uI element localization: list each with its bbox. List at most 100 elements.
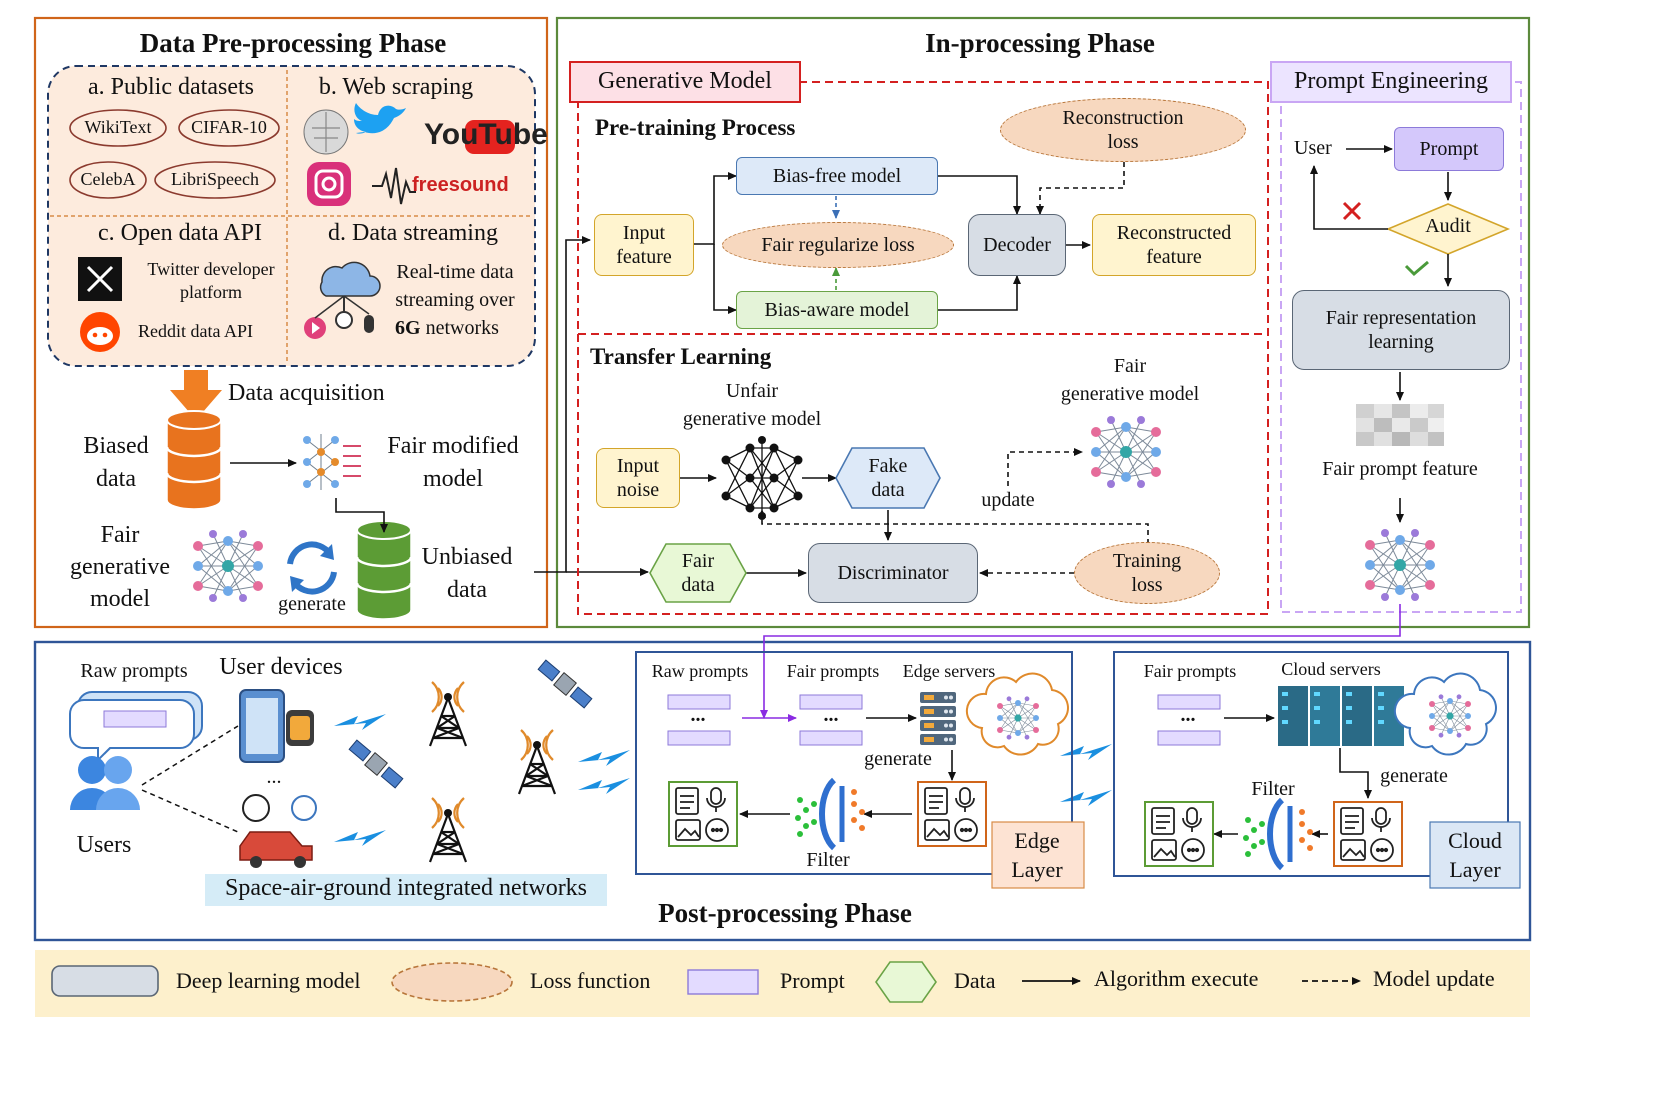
cloud-fair-content-icon [1144,801,1214,867]
fair-gen-transfer-icon [1090,415,1162,489]
devices-ellipsis: ... [266,766,282,788]
tower-icon-1 [428,680,468,748]
cloud-generate-label: generate [1380,765,1448,787]
wireless-bolt-1 [334,714,386,730]
input-noise-line2: noise [616,479,660,501]
pretraining-title: Pre-training Process [595,115,796,140]
legend-algorithm: Algorithm execute [1094,966,1259,991]
dataset-celeba: CelebA [80,169,136,189]
wireless-bolt-3 [578,750,630,766]
fair-data-line1: Fair [681,549,715,572]
freesound-wave-icon [372,167,416,205]
person-icon [291,795,317,821]
edge-layer-label-1: Edge [1014,828,1060,853]
recon-loss-line2: loss [1107,131,1139,153]
reddit-api-label: Reddit data API [138,321,253,341]
biased-db-icon [165,409,223,511]
fair-modified-label-1: Fair modified [387,433,519,459]
stream-text-2: streaming over [395,289,515,311]
car-icon [239,831,313,861]
biased-label-2: data [96,466,136,492]
wireless-bolt-6 [1060,790,1112,806]
edge-filter-icon [795,780,865,848]
edge-raw-content-icon [917,781,987,847]
edge-raw-prompts-label: Raw prompts [651,661,749,681]
edge-filter-label: Filter [806,849,850,871]
unbiased-label-2: data [447,577,487,603]
youtube-badge [465,120,515,154]
post-phase-title: Post-processing Phase [658,898,912,928]
generative-model-label: Generative Model [598,68,772,94]
edge-server-icon [920,692,956,745]
legend-data: Data [954,968,996,993]
cloud-layer-frame [1113,651,1509,877]
acquisition-arrow [170,370,222,420]
satellite-icon-2 [348,739,404,789]
fair-gen-transfer-label-1: Fair [1113,355,1147,377]
fake-data-line1: Fake [868,454,908,477]
transfer-learning-title: Transfer Learning [590,344,772,369]
bias-free-model: Bias-free model [736,157,938,195]
cloud-fair-ellipsis: ... [1180,704,1196,726]
generate-label: generate [278,593,346,615]
legend-deep-learning: Deep learning model [176,968,361,993]
recon-feature-line1: Reconstructed [1116,221,1232,244]
training-loss-line1: Training [1112,549,1182,572]
input-feature-line1: Input [622,221,666,244]
edge-fair-ellipsis: ... [823,704,839,726]
fake-data-line2: data [871,479,905,501]
stream-6g: 6G [395,317,421,339]
dataset-librispeech: LibriSpeech [171,169,259,189]
recon-loss-line1: Reconstruction [1062,106,1184,129]
input-feature-line2: feature [616,246,672,268]
prompt-engineering-label: Prompt Engineering [1294,68,1488,94]
raw-prompts-label: Raw prompts [80,660,188,682]
data-acquisition-label: Data acquisition [228,380,385,406]
unfair-gen-model-icon [720,435,804,521]
in-processing-border [555,16,1531,629]
fair-gen-label-1: Fair [100,522,140,548]
fair-prompt-feature-label: Fair prompt feature [1322,458,1478,480]
stream-networks: networks [425,317,499,339]
pre-phase-title: Data Pre-processing Phase [139,28,447,58]
sagin-label: Space-air-ground integrated networks [224,875,588,901]
edge-layer-label-2: Layer [1011,857,1063,882]
twitter-developer-label: Twitter developer platform [147,259,275,303]
cloud-layer-label-2: Layer [1449,857,1501,882]
unfair-gen-label-2: generative model [682,408,822,430]
generative-model-frame [577,81,1269,615]
dataset-wikitext: WikiText [84,117,152,137]
public-datasets-title: a. Public datasets [88,74,254,100]
users-icon [70,756,140,810]
audit-label: Audit [1425,215,1471,237]
regenerate-cycle-icon [287,541,337,595]
fair-prompt-mosaic [1356,404,1444,446]
edge-fair-prompts-label: Fair prompts [786,661,880,681]
web-scraping-title: b. Web scraping [318,74,474,100]
legend-loss: Loss function [530,968,651,993]
dataset-cifar: CIFAR-10 [191,117,267,137]
edge-generate-label: generate [864,748,932,770]
cloud-filter-icon [1243,800,1313,868]
cloud-servers-icon [1278,686,1404,746]
fair-gen-label-2: generative [70,554,170,580]
wireless-bolt-4 [578,778,630,794]
pre-processing-border [33,16,549,629]
fair-rep-line1: Fair representation [1325,306,1477,329]
cloud-stream-icon [319,261,381,297]
legend-model-update: Model update [1373,966,1495,991]
edge-raw-ellipsis: ... [690,704,706,726]
input-noise-line1: Input [616,454,660,477]
unfair-gen-label-1: Unfair [725,380,779,402]
biased-label-1: Biased [83,433,149,459]
bias-aware-model: Bias-aware model [736,291,938,329]
fair-modified-model-icon [303,434,361,490]
fair-gen-transfer-label-2: generative model [1060,383,1200,405]
